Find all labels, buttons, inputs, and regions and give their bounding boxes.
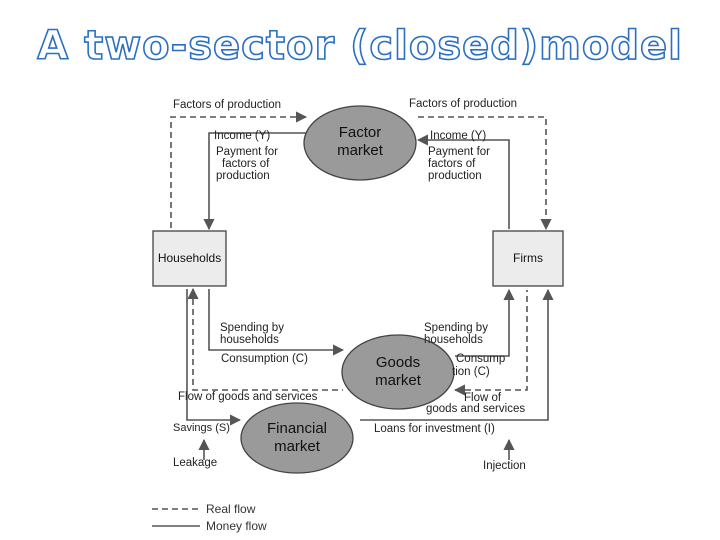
financial-market-label-1: Financial (267, 420, 327, 437)
factors-right-label: Factors of production (409, 98, 517, 110)
loans-flow (360, 288, 554, 421)
injection-label: Injection (483, 460, 526, 472)
flow-goods-right-label-2: goods and services (426, 403, 525, 415)
factors-left-label: Factors of production (173, 99, 281, 111)
payment-left-label-3: production (216, 170, 270, 182)
savings-flow (186, 289, 242, 426)
spending-right-label-2: households (424, 334, 483, 346)
payment-left-label-1: Payment for (216, 146, 278, 158)
spending-left-flow (208, 289, 345, 356)
consumption-right-flow (455, 288, 515, 357)
firms-label: Firms (513, 251, 543, 265)
consumption-left-label: Consumption (C) (221, 353, 308, 365)
income-left-flow (203, 132, 306, 231)
flow-goods-left-label: Flow of goods and services (178, 391, 318, 403)
spending-left-label-2: households (220, 334, 279, 346)
real-flow-lines (170, 111, 552, 396)
income-left-label: Income (Y) (214, 130, 270, 142)
goods-right-flow (453, 290, 528, 396)
factor-market-node: Factor market (303, 105, 417, 181)
factor-market-label-2: market (337, 142, 384, 159)
legend: Real flow Money flow (152, 502, 267, 533)
households-node: Households (152, 230, 227, 287)
payment-right-label-3: production (428, 170, 482, 182)
slide-title: A two-sector (closed)model (36, 22, 683, 70)
payment-right-flow (416, 134, 510, 229)
goods-left-flow (187, 287, 343, 391)
legend-money-label: Money flow (206, 519, 267, 533)
consumption-right-label-2: tion (C) (452, 366, 490, 378)
payment-left-label-2: factors of (222, 158, 270, 170)
leakage-label: Leakage (173, 457, 217, 469)
goods-market-node: Goods market (341, 334, 455, 410)
goods-market-label-1: Goods (376, 354, 420, 371)
firms-node: Firms (492, 230, 564, 287)
consumption-right-label-1: Consump (456, 353, 505, 365)
factors-right-flow (418, 116, 552, 231)
income-right-label: Income (Y) (430, 130, 486, 142)
financial-market-label-2: market (274, 438, 321, 455)
households-label: Households (158, 251, 221, 265)
financial-market-node: Financial market (240, 402, 354, 474)
legend-real-label: Real flow (206, 502, 256, 516)
goods-market-label-2: market (375, 372, 422, 389)
payment-right-label-2: factors of (428, 158, 476, 170)
spending-left-label-1: Spending by (220, 322, 284, 334)
loans-label: Loans for investment (I) (374, 423, 495, 435)
flow-goods-right-label-1: Flow of (464, 392, 502, 404)
payment-right-label-1: Payment for (428, 146, 490, 158)
spending-right-label-1: Spending by (424, 322, 488, 334)
savings-label: Savings (S) (173, 422, 230, 434)
money-flow-lines (186, 132, 554, 426)
factor-market-label-1: Factor (339, 124, 382, 141)
factors-left-flow (170, 111, 308, 229)
